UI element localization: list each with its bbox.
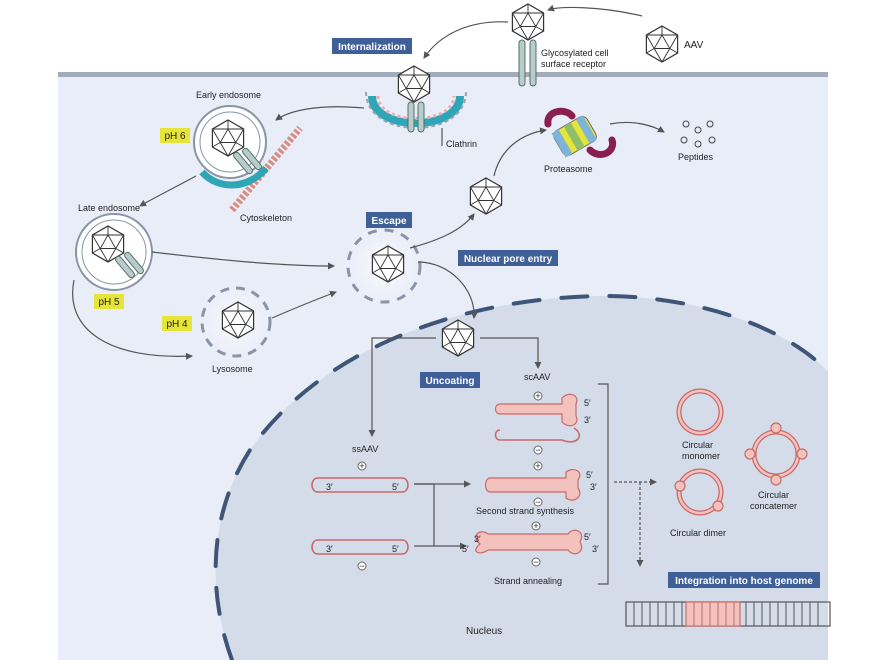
- circular-concatemer-label-1: Circular: [758, 490, 789, 500]
- integration-tag: [668, 572, 820, 588]
- synthesis-three: 3′: [590, 482, 597, 492]
- aav-capsid-free: [645, 25, 679, 63]
- ph5-tag: [94, 294, 124, 309]
- ph5-label: pH 5: [98, 297, 120, 308]
- scaav-label: scAAV: [524, 372, 550, 382]
- lysosome: [200, 286, 272, 358]
- circular-monomer-label-2: monomer: [682, 451, 720, 461]
- annealing-minus: −: [533, 557, 538, 567]
- aav-label: AAV: [684, 40, 704, 51]
- arrow-to-ssaav: [368, 337, 436, 437]
- synthesis-plus: +: [535, 461, 540, 471]
- uncoating-label: Uncoating: [426, 376, 475, 387]
- receptor-label-2: surface receptor: [541, 59, 606, 69]
- aav-capsid-bound: [511, 3, 545, 41]
- escape-tag: [366, 212, 412, 228]
- early-endosome-coat: [199, 165, 269, 189]
- clathrin-label: Clathrin: [446, 139, 477, 149]
- annealing-right-three: 3′: [592, 544, 599, 554]
- annealing-left-three: 3′: [474, 534, 481, 544]
- uncoating-tag: [420, 372, 480, 388]
- internalization-label: Internalization: [338, 42, 406, 53]
- pit-membrane: [365, 91, 467, 129]
- ph4-tag: [162, 316, 192, 331]
- arrow-late-to-escape: [151, 251, 335, 270]
- cytoskeleton-filament: [229, 125, 303, 213]
- nuclear-envelope: [213, 293, 830, 660]
- ssaav-label: ssAAV: [352, 444, 378, 454]
- receptor-right: [529, 39, 537, 87]
- receptor-label-1: Glycosylated cell: [541, 48, 609, 58]
- synthesis-five: 5′: [586, 470, 593, 480]
- ssaav-minus-five: 5′: [392, 544, 399, 554]
- ssaav-minus-strand: [311, 539, 409, 555]
- second-strand-synthesis-label: Second strand synthesis: [476, 506, 575, 516]
- genome-bracket: [598, 383, 609, 585]
- arrow-lysosome-to-escape: [271, 290, 337, 319]
- scaav-three-prime: 3′: [584, 415, 591, 425]
- early-endosome-label: Early endosome: [196, 90, 261, 100]
- peptides-label: Peptides: [678, 152, 714, 162]
- nucleus-label: Nucleus: [466, 626, 502, 637]
- synthesis-minus: −: [535, 497, 540, 507]
- arrow-early-to-late: [139, 175, 197, 207]
- ssaav-plus-strand: [311, 477, 409, 493]
- lysosome-label: Lysosome: [212, 364, 253, 374]
- dimer-hairpins: [674, 480, 724, 512]
- integration-label: Integration into host genome: [675, 576, 813, 587]
- arrow-ssaav-to-annealing: [414, 483, 467, 550]
- ssaav-minus-three: 3′: [326, 544, 333, 554]
- circular-dimer-label: Circular dimer: [670, 528, 726, 538]
- arrow-to-scaav: [480, 337, 542, 369]
- internalization-tag: [332, 38, 412, 54]
- annealing-left-five: 5′: [462, 544, 469, 554]
- arrow-pit-to-early-endosome: [275, 106, 365, 121]
- clathrin-coat: [368, 95, 464, 127]
- ssaav-plus-three: 3′: [326, 482, 333, 492]
- annealing-plus: +: [533, 521, 538, 531]
- ssaav-minus-sign: −: [359, 561, 364, 571]
- cytoskeleton-label: Cytoskeleton: [240, 213, 292, 223]
- host-genome: [625, 601, 831, 627]
- ssaav-plus-five: 5′: [392, 482, 399, 492]
- arrow-escape-to-free-capsid: [409, 213, 475, 249]
- second-strand-duplex: [484, 468, 581, 501]
- strand-annealing-label: Strand annealing: [494, 576, 562, 586]
- clathrin-inner: [376, 95, 456, 120]
- arrow-proteasome-to-peptides: [609, 121, 665, 133]
- escape-label: Escape: [371, 216, 406, 227]
- scaav-five-prime: 5′: [584, 398, 591, 408]
- scaav-plus: +: [535, 391, 540, 401]
- circular-monomer-label-1: Circular: [682, 440, 713, 450]
- annealing-right-five: 5′: [584, 532, 591, 542]
- plasma-membrane: [58, 72, 828, 77]
- arrow-aav-to-receptor: [547, 4, 643, 17]
- concatemer-hairpins: [744, 422, 808, 486]
- circular-concatemer-label-2: concatemer: [750, 501, 797, 511]
- arrow-late-to-lysosome: [72, 279, 193, 360]
- ssaav-plus-sign: +: [359, 461, 364, 471]
- scaav-minus: −: [535, 445, 540, 455]
- peptides-dots: [680, 120, 716, 148]
- proteasome-label: Proteasome: [544, 164, 593, 174]
- receptor-left: [518, 39, 526, 87]
- nuclear-pore-entry-label: Nuclear pore entry: [464, 254, 553, 265]
- escaping-vesicle: [346, 228, 422, 304]
- proteasome: [544, 107, 617, 158]
- annealed-duplex: [475, 529, 583, 555]
- late-endosome-label: Late endosome: [78, 203, 140, 213]
- pit-receptor-left: [407, 101, 415, 133]
- ph6-tag: [160, 128, 190, 143]
- ph4-label: pH 4: [166, 319, 188, 330]
- arrow-capsid-to-proteasome: [493, 127, 547, 177]
- scaav-genome: [494, 393, 580, 443]
- arrow-receptor-to-pit: [423, 21, 509, 59]
- nuclear-pore-entry-tag: [458, 250, 558, 266]
- pit-receptor-right: [417, 101, 425, 133]
- arrow-escape-to-nucleus: [417, 261, 478, 319]
- ph6-label: pH 6: [164, 131, 186, 142]
